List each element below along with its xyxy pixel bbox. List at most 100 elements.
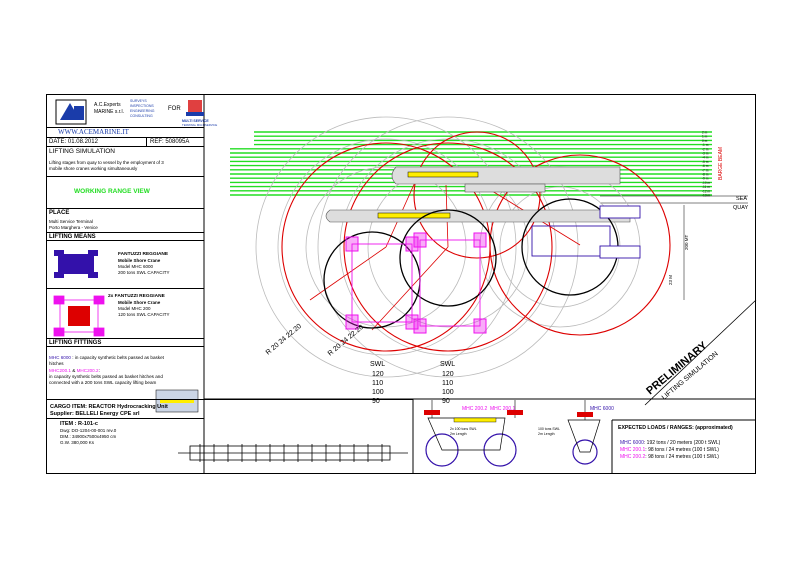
depth-label: -8 m — [702, 173, 709, 177]
service-1: SURVEYS — [130, 99, 147, 103]
description-1: Lifting stages from quay to vessel by th… — [49, 160, 164, 165]
swl-value: 90 — [372, 398, 380, 405]
mhc200-crane-outlines — [351, 239, 481, 327]
load-row-2: MHC 200.1: 98 tons / 24 metres (100 t SW… — [620, 447, 719, 453]
depth-label: -2 m — [702, 147, 709, 151]
crane2-model: Model MHC 200 — [118, 306, 151, 311]
fitting-mhc6000-line2: hitches — [49, 361, 64, 366]
dim-200-label: 200 MT — [684, 234, 689, 250]
outrigger-pad — [473, 318, 487, 334]
sling-tag-2: MHC 200.1 — [490, 406, 516, 412]
title-block-panel: A.C.Experts MARINE s.r.l. SURVEYS INSPEC… — [46, 94, 217, 474]
cargo-gw: G.W. 380,000 Ks — [60, 440, 95, 445]
company-line-1: A.C.Experts — [94, 102, 121, 108]
lifting-beam-thumbnail — [155, 389, 199, 413]
outrigger-pad — [473, 232, 487, 248]
expected-loads-block: EXPECTED LOADS / RANGES: (approximated) … — [612, 420, 756, 474]
swl-value: 110 — [372, 380, 383, 387]
sling-tag-1: MHC 200.2 — [462, 406, 488, 412]
website-link[interactable]: WWW.ACEMARINE.IT — [58, 128, 129, 136]
outrigger-pad — [345, 314, 359, 330]
depth-label: -7 m — [702, 168, 709, 172]
depth-label: 1 m — [702, 135, 708, 139]
crane1-capacity: 200 tons SWL CAPACITY — [118, 270, 170, 275]
ref-text: REF: 508095A — [150, 139, 190, 145]
fitting-mhc200-line1: in capacity synthetic belts passed as ba… — [49, 374, 163, 379]
description-2: mobile shore cranes working simultaneous… — [49, 166, 138, 171]
depth-label: -12 m — [702, 189, 710, 193]
place-line-2: Porto Marghera - Venice — [49, 225, 98, 230]
cargo-item: ITEM : R-101-c — [60, 421, 98, 427]
cargo-dim: DIM.: 34900x7500x4950 cm — [60, 434, 117, 439]
crane2-type: Mobile Shore Crane — [118, 300, 161, 305]
doc-title: LIFTING SIMULATION — [49, 148, 115, 155]
depth-label: -4 m — [702, 156, 709, 160]
swl-value: 100 — [372, 389, 384, 396]
swl2-value: 120 — [442, 371, 454, 378]
date-ref-row: DATE: 01.08.2012 REF: 508095A — [46, 138, 204, 147]
company-line-2: MARINE s.r.l. — [94, 109, 125, 115]
lifting-fittings-heading: LIFTING FITTINGS — [49, 340, 102, 346]
reactor-side-view — [178, 444, 408, 462]
depth-label: 0 m — [702, 139, 708, 143]
cargo-supplier: Supplier: BELLELI Energy CPE srl — [50, 411, 140, 417]
loads-heading: EXPECTED LOADS / RANGES: (approximated) — [618, 425, 733, 431]
place-heading: PLACE — [49, 210, 70, 216]
drawing-sheet — [46, 94, 756, 474]
fitting-mhc200: MHC200.1 & MHC200.2: — [49, 368, 100, 373]
place-section: PLACE Multi Service Terminal Porto Margh… — [46, 209, 204, 233]
outrigger-pad — [413, 318, 427, 334]
depth-label: -6 m — [702, 164, 709, 168]
load-row-1: MHC 6000: 192 tons / 20 meters (200 t SW… — [620, 440, 721, 446]
ace-logo-icon — [55, 99, 87, 125]
outrigger-pad — [345, 236, 359, 252]
swl2-value: 100 — [442, 389, 454, 396]
crane1-make: FANTUZZI REGGIANE — [118, 252, 169, 257]
depth-label: -3 m — [702, 152, 709, 156]
mhc200-outriggers — [345, 232, 487, 334]
load-row-3: MHC 200.2: 98 tons / 24 metres (100 t SW… — [620, 454, 719, 460]
fitting-mhc200-line2: connected with a 200 tons SWL capacity l… — [49, 380, 157, 385]
crane2-capacity: 120 tons SWL CAPACITY — [118, 312, 170, 317]
cargo-item-line: CARGO ITEM: REACTOR Hydrocracking Unit — [50, 404, 168, 410]
quay-label: QUAY — [733, 205, 749, 211]
client-name: MULTI SERVICE — [182, 119, 209, 123]
crane2-row: 2x FANTUZZI REGGIANE Mobile Shore Crane … — [46, 289, 204, 339]
service-4: CONSULTING — [130, 114, 153, 118]
website-row: WWW.ACEMARINE.IT — [46, 128, 204, 138]
swl-label-1: SWL — [370, 361, 385, 368]
multiservice-logo-icon — [186, 100, 204, 116]
red-range-circles — [281, 131, 671, 352]
sling-note-3: 100 tons SWL — [538, 427, 560, 431]
client-sub: TERMINAL MULTISERVICE — [182, 123, 218, 127]
depth-labels: 2 m1 m0 m-1 m-2 m-3 m-4 m-5 m-6 m-7 m-8 … — [702, 131, 710, 198]
sling-note-4: 2m Length — [538, 432, 555, 436]
outrigger-pad — [413, 232, 427, 248]
service-3: ENGINEERING — [130, 109, 155, 113]
lifting-means-header: LIFTING MEANS — [46, 233, 204, 241]
crane1-type: Mobile Shore Crane — [118, 258, 161, 263]
cargo-block: CARGO ITEM: REACTOR Hydrocracking Unit S… — [46, 399, 413, 474]
for-label: FOR — [168, 106, 181, 112]
sea-label: SEA — [736, 196, 747, 202]
view-title: WORKING RANGE VIEW — [74, 188, 150, 195]
barge-beam-label: BARGE BEAM — [718, 147, 724, 180]
swl-label-2: SWL — [440, 361, 455, 368]
swl2-value: 110 — [442, 380, 453, 387]
place-line-1: Multi Service Terminal — [49, 219, 93, 224]
stamp-divider — [644, 299, 757, 406]
crane2-make: 2x FANTUZZI REGGIANE — [108, 294, 165, 299]
depth-label: 2 m — [702, 131, 708, 135]
sling-tag-3: MHC 6000 — [590, 406, 614, 412]
mhc200-icon — [53, 295, 105, 337]
depth-label: -10 m — [702, 181, 710, 185]
dim-23-label: 23 M — [668, 275, 673, 285]
depth-label: -11 m — [702, 185, 710, 189]
fitting-mhc6000: MHC 6000 : in capacity synthetic belts p… — [49, 355, 164, 360]
depth-label: -13 m — [702, 194, 710, 198]
reactor-cargo — [377, 171, 479, 219]
crane1-model: Model MHC 6000 — [118, 264, 154, 269]
logo-header: A.C.Experts MARINE s.r.l. SURVEYS INSPEC… — [46, 94, 217, 128]
mhc6000-icon — [54, 250, 98, 278]
lifting-fittings-body: MHC 6000 : in capacity synthetic belts p… — [46, 347, 204, 419]
